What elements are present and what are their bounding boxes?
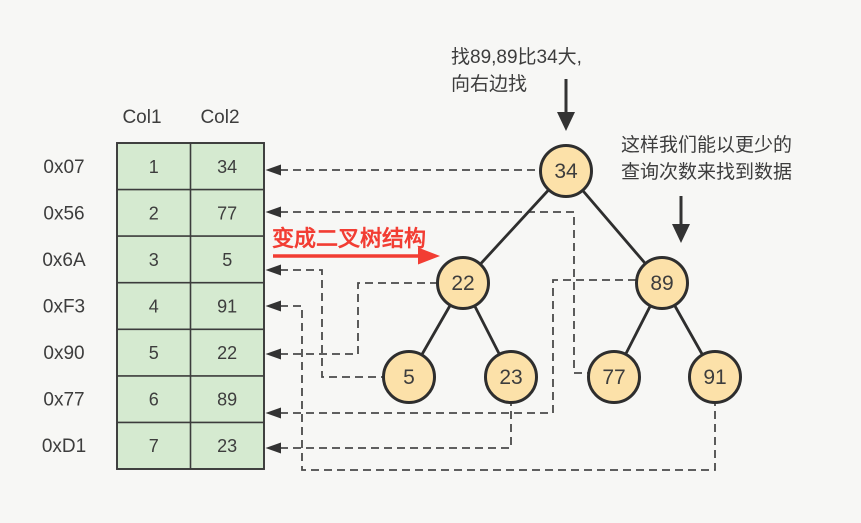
benefit-line2: 查询次数来找到数据 <box>621 161 792 183</box>
tree-node-89: 89 <box>635 256 689 310</box>
connector-91 <box>280 305 716 471</box>
node-value: 91 <box>703 366 726 389</box>
node-circle <box>382 350 436 404</box>
down-arrowhead-icon <box>557 112 575 131</box>
arrowhead-left-icon <box>265 407 281 419</box>
node-value: 77 <box>602 366 625 389</box>
table-cell: 91 <box>217 297 237 317</box>
red-right-arrowhead-icon <box>418 247 440 265</box>
connector-77 <box>280 211 588 374</box>
arrowhead-left-icon <box>265 300 281 312</box>
node-value: 89 <box>650 272 673 295</box>
address-label: 0x56 <box>43 204 84 225</box>
binary-tree: 34 22 89 5 23 77 91 <box>382 144 742 404</box>
connector-89 <box>280 279 636 414</box>
tree-node-5: 5 <box>382 350 436 404</box>
arrowhead-left-icon <box>265 164 281 176</box>
connector-5 <box>280 269 383 378</box>
table-cell: 6 <box>149 390 159 410</box>
table-cell: 7 <box>149 436 159 456</box>
benefit-annotation: 这样我们能以更少的 查询次数来找到数据 <box>621 134 792 243</box>
node-value: 22 <box>451 272 474 295</box>
address-labels: 0x07 0x56 0x6A 0xF3 0x90 0x77 0xD1 <box>42 157 86 457</box>
down-arrowhead-icon <box>672 224 690 243</box>
arrowhead-left-icon <box>265 206 281 218</box>
connector-23 <box>280 403 512 449</box>
arrowhead-left-icon <box>265 442 281 454</box>
col1-header: Col1 <box>122 107 161 128</box>
node-circle <box>484 350 538 404</box>
table-cell: 89 <box>217 390 237 410</box>
col1-values: 1 2 3 4 5 6 7 <box>149 157 159 456</box>
index-table: Col1 Col2 0x07 0x56 0x6A 0xF3 0x90 0x77 … <box>42 107 265 470</box>
node-circle <box>587 350 641 404</box>
tree-node-91: 91 <box>688 350 742 404</box>
tree-node-77: 77 <box>587 350 641 404</box>
node-value: 5 <box>403 366 415 389</box>
address-label: 0x90 <box>43 343 84 364</box>
table-cell: 3 <box>149 250 159 270</box>
node-circle <box>436 256 490 310</box>
search-hint-line2: 向右边找 <box>451 73 527 95</box>
arrowhead-left-icon <box>265 348 281 360</box>
transform-label: 变成二叉树结构 <box>272 226 426 251</box>
address-label: 0x6A <box>42 250 86 271</box>
node-circle <box>635 256 689 310</box>
connector-22 <box>280 282 437 355</box>
node-circle <box>539 144 593 198</box>
table-cell: 2 <box>149 204 159 224</box>
col2-values: 34 77 5 91 22 89 23 <box>217 157 237 456</box>
search-hint-line1: 找89,89比34大, <box>451 46 582 68</box>
transform-annotation: 变成二叉树结构 <box>272 226 440 265</box>
table-cell: 34 <box>217 157 237 177</box>
node-circle <box>688 350 742 404</box>
table-cell: 5 <box>222 250 232 270</box>
table-cell: 77 <box>217 204 237 224</box>
node-value: 23 <box>499 366 522 389</box>
table-cell: 5 <box>149 343 159 363</box>
tree-node-34: 34 <box>539 144 593 198</box>
col2-header: Col2 <box>200 107 239 128</box>
table-cell: 4 <box>149 297 159 317</box>
address-label: 0xF3 <box>43 297 85 318</box>
arrowhead-left-icon <box>265 264 281 276</box>
table-cell: 22 <box>217 343 237 363</box>
address-label: 0x77 <box>43 390 84 411</box>
tree-node-22: 22 <box>436 256 490 310</box>
address-label: 0x07 <box>43 157 84 178</box>
table-border <box>116 142 265 470</box>
table-cell: 1 <box>149 157 159 177</box>
search-hint-annotation: 找89,89比34大, 向右边找 <box>451 46 582 131</box>
address-label: 0xD1 <box>42 436 86 457</box>
dashed-connectors <box>265 164 716 471</box>
node-value: 34 <box>554 160 578 183</box>
table-cell: 23 <box>217 436 237 456</box>
tree-node-23: 23 <box>484 350 538 404</box>
benefit-line1: 这样我们能以更少的 <box>621 134 792 156</box>
